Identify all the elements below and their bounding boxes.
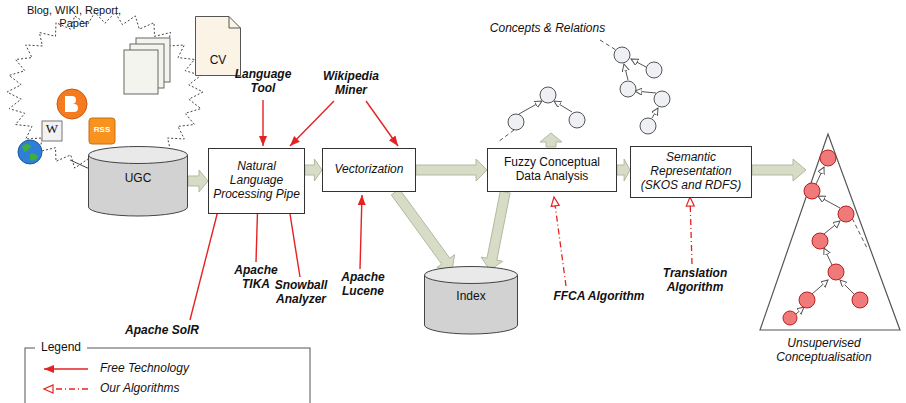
flow-arrow — [391, 189, 454, 270]
technology-label: Snowball Analyzer — [268, 279, 334, 307]
document-stack — [124, 38, 170, 94]
node-label: Fuzzy Conceptual Data Analysis — [492, 156, 612, 184]
flow-arrow — [540, 133, 562, 147]
process-box: Vectorization — [322, 148, 416, 192]
flow-arrow — [188, 170, 208, 192]
node-label: CV — [210, 54, 227, 68]
technology-label: Wikipedia Miner — [312, 70, 390, 98]
legend-sample — [44, 368, 88, 369]
technology-label: Language Tool — [230, 68, 296, 96]
flow-arrow — [305, 159, 322, 181]
algorithm-label: Translation Algorithm — [650, 267, 740, 295]
legend-frame — [25, 348, 310, 403]
source-bubble — [7, 12, 203, 171]
wiki-letter: W — [42, 122, 62, 137]
technology-label: Apache Lucene — [334, 271, 392, 299]
legend-text: Free Technology — [100, 362, 189, 376]
legend-sample — [44, 388, 88, 389]
flow-arrow — [617, 159, 630, 181]
flow-arrow — [752, 159, 806, 181]
node-label: UGC — [125, 172, 152, 186]
node-label: Vectorization — [335, 163, 404, 177]
source-caption: Blog, WIKI, Report, Paper — [22, 4, 126, 29]
rss-icon — [89, 118, 115, 144]
blogger-icon — [57, 89, 87, 119]
output-caption: Unsupervised Conceptualisation — [762, 337, 886, 365]
database-cylinder: Index — [424, 266, 518, 334]
conceptualisation-tree — [760, 134, 900, 330]
wiki-icon — [42, 121, 62, 141]
document-icon: CV — [195, 16, 241, 76]
database-cylinder: UGC — [88, 146, 188, 216]
node-label: Semantic Representation (SKOS and RDFS) — [635, 151, 747, 192]
graph-caption: Concepts & Relations — [480, 22, 615, 36]
process-box: Fuzzy Conceptual Data Analysis — [487, 148, 617, 192]
concept-graph — [498, 40, 670, 142]
process-box: Natural Language Processing Pipe — [208, 148, 305, 214]
legend-title: Legend — [35, 341, 87, 355]
node-label: Index — [456, 290, 485, 304]
flow-arrow — [481, 191, 510, 270]
rss-text: RSS — [89, 125, 115, 134]
algorithm-label: FFCA Algorithm — [540, 290, 658, 304]
globe-icon — [18, 140, 42, 164]
technology-arrows — [190, 100, 398, 320]
flow-arrow — [416, 159, 487, 181]
technology-label: Apache SolR — [112, 324, 212, 338]
node-label: Natural Language Processing Pipe — [213, 160, 300, 201]
legend-text: Our Algorithms — [100, 382, 180, 396]
process-box: Semantic Representation (SKOS and RDFS) — [630, 146, 752, 198]
